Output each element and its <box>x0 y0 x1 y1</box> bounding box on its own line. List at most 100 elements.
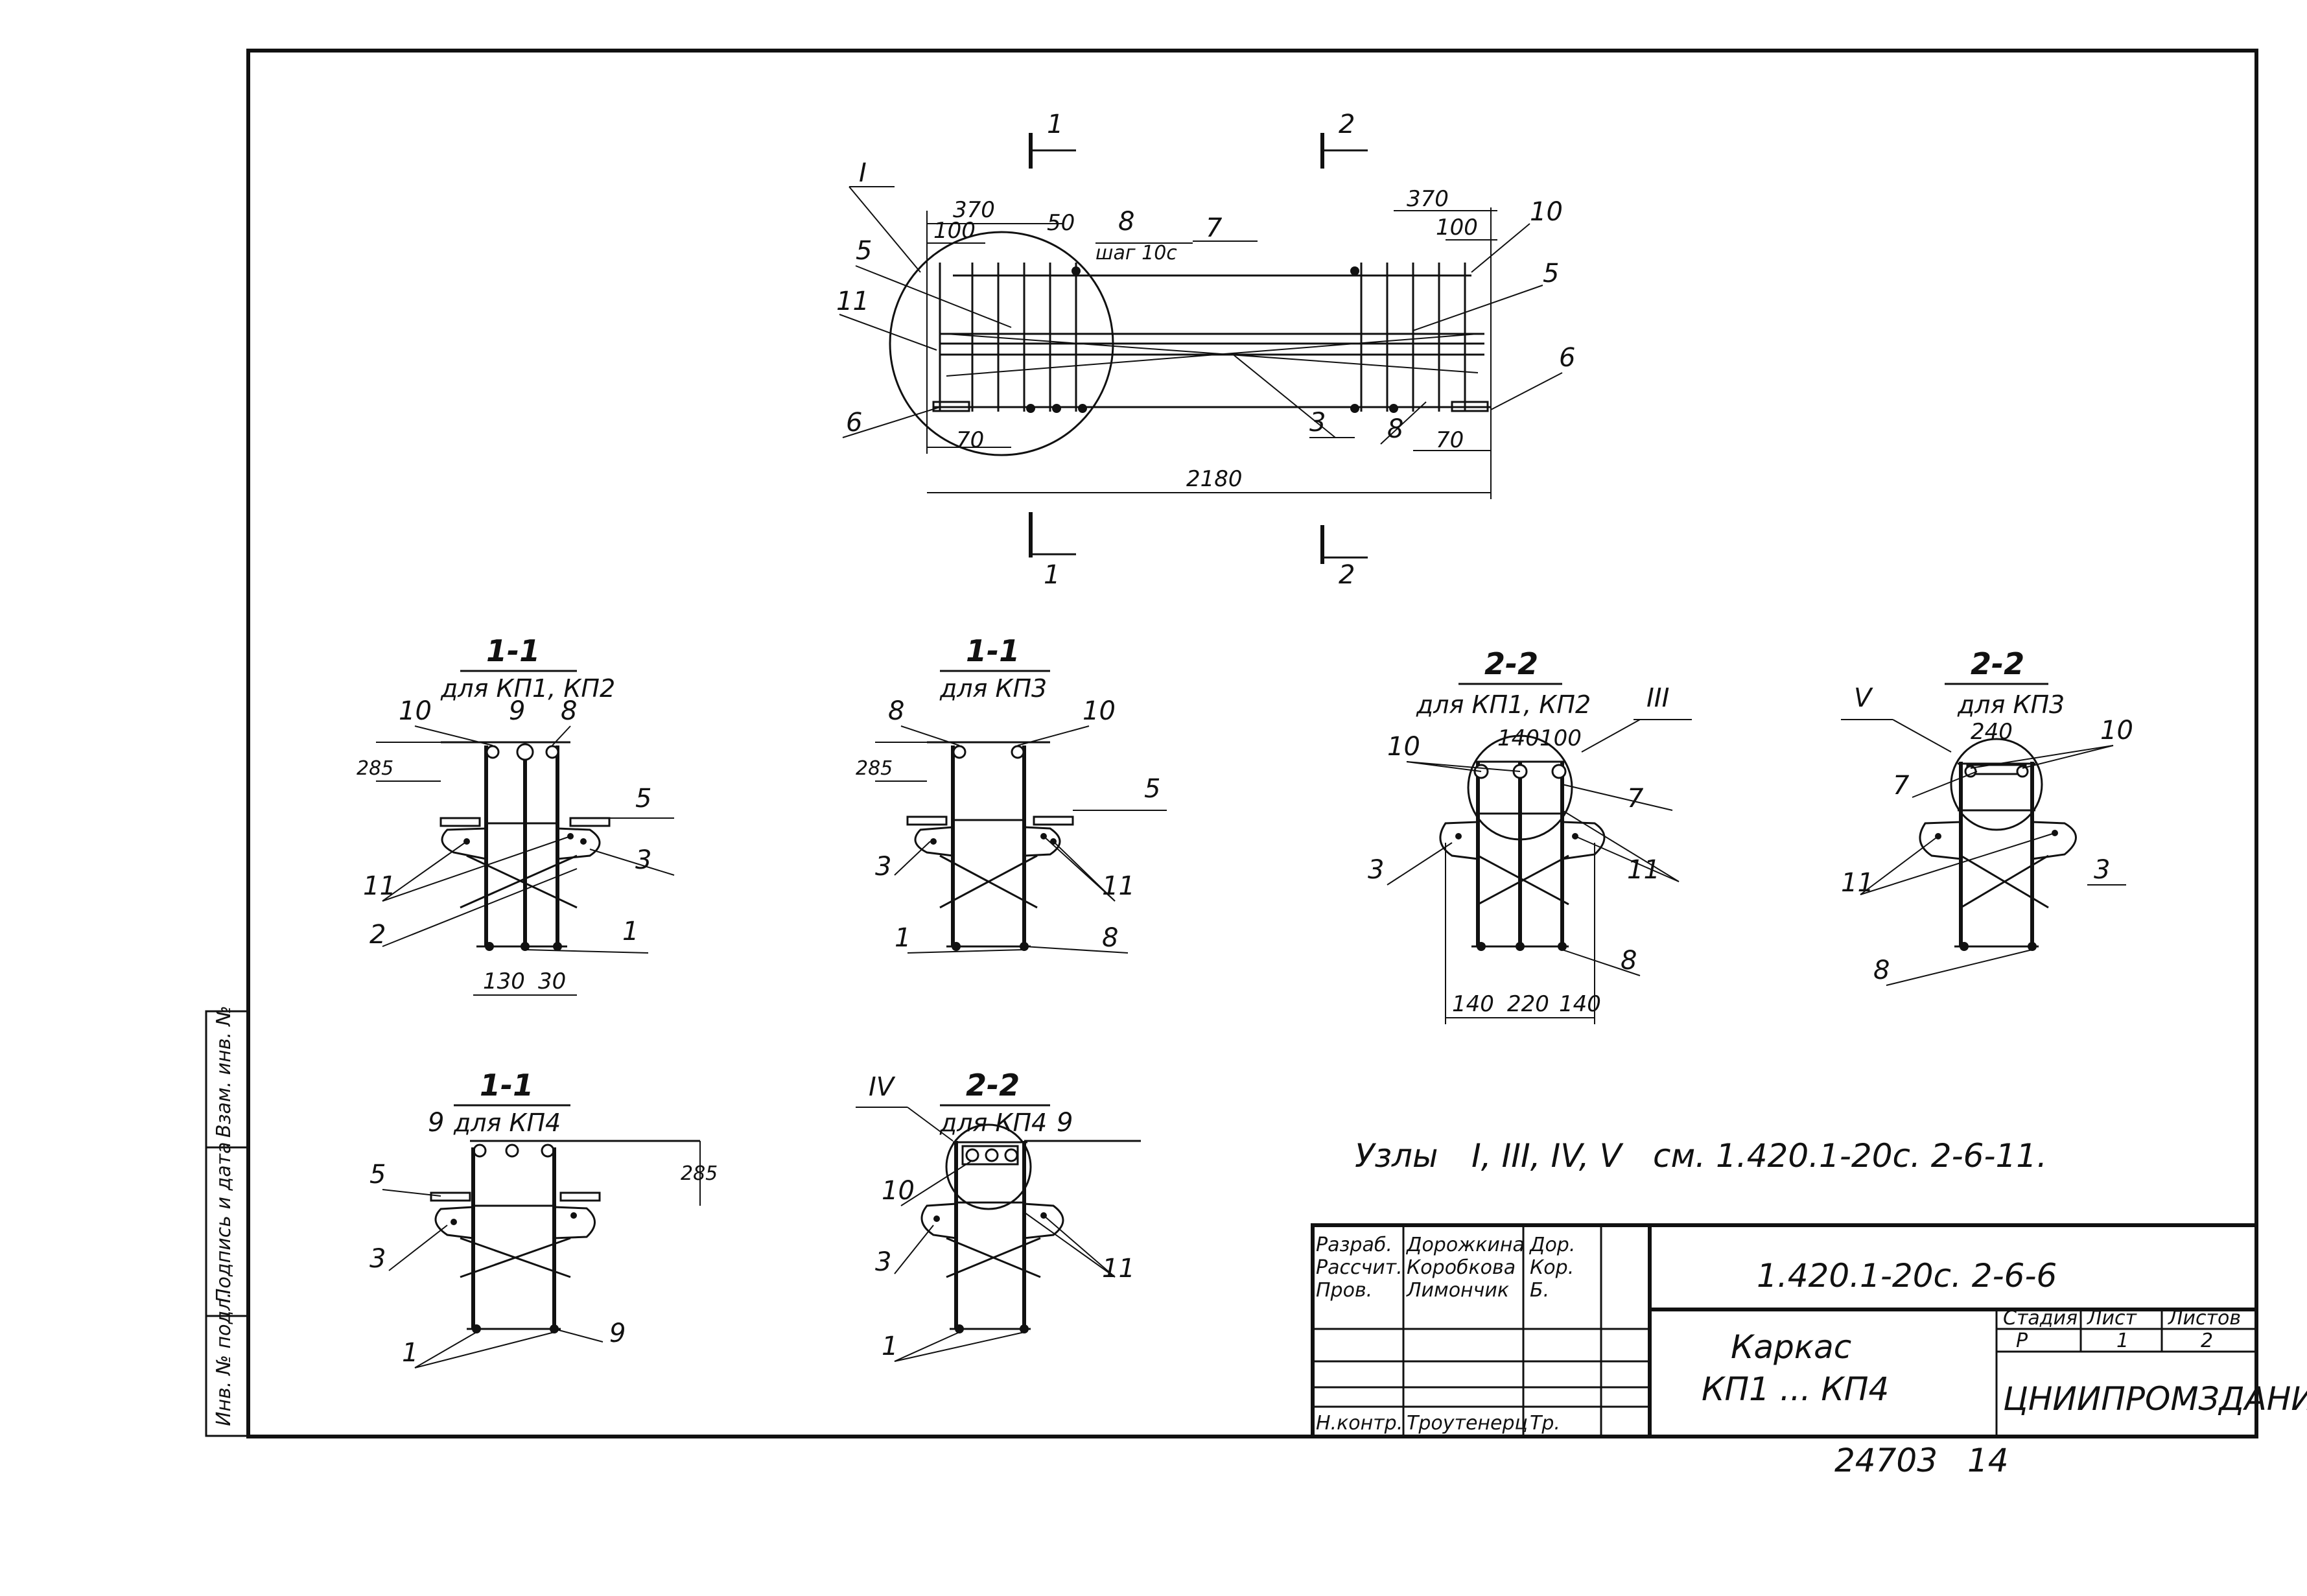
section-2-2-kp4: 2-2 для КП4 IV 9 10 3 11 1 <box>856 1068 1141 1362</box>
svg-text:100: 100 <box>1540 725 1582 751</box>
svg-text:30: 30 <box>538 968 566 994</box>
svg-text:IV: IV <box>869 1072 896 1102</box>
cut-1-top: 1 <box>1029 110 1076 169</box>
svg-text:285: 285 <box>357 757 393 780</box>
svg-text:10: 10 <box>1530 197 1563 227</box>
svg-text:10: 10 <box>1083 696 1116 726</box>
svg-text:2-2: 2-2 <box>1971 646 2024 681</box>
svg-text:1: 1 <box>1047 110 1063 139</box>
svg-text:1: 1 <box>2116 1330 2129 1352</box>
svg-text:10: 10 <box>1387 732 1420 762</box>
inventory-number: 24703 <box>1834 1442 1938 1479</box>
svg-text:I, III, IV, V: I, III, IV, V <box>1471 1137 1624 1175</box>
svg-text:11: 11 <box>1841 868 1874 898</box>
section-1-1-kp3: 1-1 для КП3 285 8 10 5 3 11 1 <box>856 633 1167 954</box>
svg-text:Пров.: Пров. <box>1316 1279 1372 1302</box>
svg-text:11: 11 <box>1102 871 1135 901</box>
svg-text:1: 1 <box>402 1338 418 1368</box>
elevation-labels: 5 11 6 8 шаг 10с 7 10 5 6 3 8 <box>836 197 1575 445</box>
svg-text:6: 6 <box>846 408 862 438</box>
svg-text:3: 3 <box>1368 855 1384 885</box>
svg-text:1-1: 1-1 <box>966 633 1020 668</box>
svg-text:для КП1, КП2: для КП1, КП2 <box>1416 690 1591 719</box>
svg-text:370: 370 <box>953 197 995 223</box>
document-name-2: КП1 ... КП4 <box>1702 1370 1889 1408</box>
svg-text:для КП4: для КП4 <box>453 1109 561 1137</box>
svg-text:2-2: 2-2 <box>966 1068 1020 1103</box>
svg-text:8: 8 <box>1873 956 1890 985</box>
svg-text:5: 5 <box>1543 259 1559 288</box>
svg-text:2: 2 <box>369 920 386 950</box>
svg-text:140: 140 <box>1559 991 1601 1017</box>
svg-text:70: 70 <box>956 427 984 453</box>
svg-text:11: 11 <box>363 871 396 901</box>
svg-text:3: 3 <box>635 845 651 875</box>
svg-text:Кор.: Кор. <box>1530 1256 1574 1279</box>
svg-text:11: 11 <box>836 287 869 316</box>
svg-text:Р: Р <box>2016 1330 2028 1352</box>
svg-text:Н.контр.: Н.контр. <box>1316 1412 1403 1435</box>
node-I-label: I <box>859 158 867 188</box>
svg-text:7: 7 <box>1627 784 1644 814</box>
svg-text:8: 8 <box>888 696 904 726</box>
svg-text:240: 240 <box>1971 719 2013 745</box>
svg-text:Листов: Листов <box>2168 1307 2241 1330</box>
svg-text:9: 9 <box>1057 1108 1073 1138</box>
document-name-1: Каркас <box>1731 1328 1851 1366</box>
svg-text:6: 6 <box>1559 343 1575 373</box>
svg-text:Дор.: Дор. <box>1528 1234 1575 1256</box>
svg-text:11: 11 <box>1102 1254 1135 1284</box>
svg-text:для КП3: для КП3 <box>939 674 1047 703</box>
svg-text:5: 5 <box>369 1160 386 1190</box>
svg-text:1: 1 <box>895 923 911 953</box>
svg-text:см. 1.420.1-20с. 2-6-11.: см. 1.420.1-20с. 2-6-11. <box>1653 1137 2047 1175</box>
svg-text:9: 9 <box>609 1319 626 1348</box>
svg-text:Узлы: Узлы <box>1355 1137 1438 1175</box>
side-stamp: Инв. № подл. Подпись и дата Взам. инв. № <box>205 1005 250 1437</box>
svg-text:7: 7 <box>1206 213 1223 243</box>
cut-2-bottom: 2 <box>1320 525 1368 590</box>
svg-text:1: 1 <box>882 1332 898 1361</box>
svg-text:140: 140 <box>1452 991 1494 1017</box>
svg-text:Коробкова: Коробкова <box>1407 1256 1516 1279</box>
svg-text:9: 9 <box>509 696 525 726</box>
section-2-2-kp3: 2-2 для КП3 V 240 10 7 11 3 8 <box>1841 646 2133 986</box>
document-code: 1.420.1-20с. 2-6-6 <box>1757 1257 2057 1295</box>
elevation-view: I <box>836 110 1575 590</box>
svg-text:2: 2 <box>1339 560 1355 590</box>
svg-text:1-1: 1-1 <box>480 1068 533 1103</box>
svg-text:8: 8 <box>1621 946 1637 976</box>
svg-text:5: 5 <box>635 784 651 814</box>
svg-text:Тр.: Тр. <box>1530 1412 1560 1435</box>
svg-text:130: 130 <box>483 968 525 994</box>
left-stirrups <box>939 263 1077 412</box>
svg-text:2: 2 <box>1339 110 1355 139</box>
svg-text:5: 5 <box>1144 774 1160 804</box>
elevation-dimensions: 370 100 50 370 100 70 70 2180 <box>926 186 1497 499</box>
organization-name: ЦНИИПРОМЗДАНИЙ <box>2003 1379 2307 1418</box>
svg-text:Рассчит.: Рассчит. <box>1316 1256 1403 1279</box>
svg-text:1: 1 <box>1044 560 1060 590</box>
cut-1-bottom: 1 <box>1029 512 1076 590</box>
svg-text:8: 8 <box>1118 207 1134 237</box>
svg-text:3: 3 <box>2094 855 2110 885</box>
svg-text:220: 220 <box>1507 991 1549 1017</box>
svg-text:285: 285 <box>856 757 893 780</box>
page-number: 14 <box>1967 1442 2009 1479</box>
svg-text:Взам. инв. №: Взам. инв. № <box>213 1005 235 1138</box>
svg-text:10: 10 <box>399 696 432 726</box>
svg-text:Лимончик: Лимончик <box>1406 1279 1509 1302</box>
svg-text:140: 140 <box>1497 725 1540 751</box>
svg-text:7: 7 <box>1893 771 1910 801</box>
svg-text:2: 2 <box>2201 1330 2213 1352</box>
svg-text:5: 5 <box>856 236 872 266</box>
svg-text:285: 285 <box>681 1162 718 1185</box>
svg-text:8: 8 <box>1387 414 1403 444</box>
svg-text:3: 3 <box>875 1247 891 1277</box>
svg-text:8: 8 <box>561 696 577 726</box>
section-1-1-kp4: 1-1 для КП4 9 285 5 3 1 9 <box>369 1068 718 1368</box>
svg-text:Троутенерц: Троутенерц <box>1407 1412 1528 1435</box>
svg-text:Инв. № подл.: Инв. № подл. <box>213 1292 235 1426</box>
svg-text:Лист: Лист <box>2087 1307 2138 1330</box>
svg-text:10: 10 <box>882 1176 915 1206</box>
